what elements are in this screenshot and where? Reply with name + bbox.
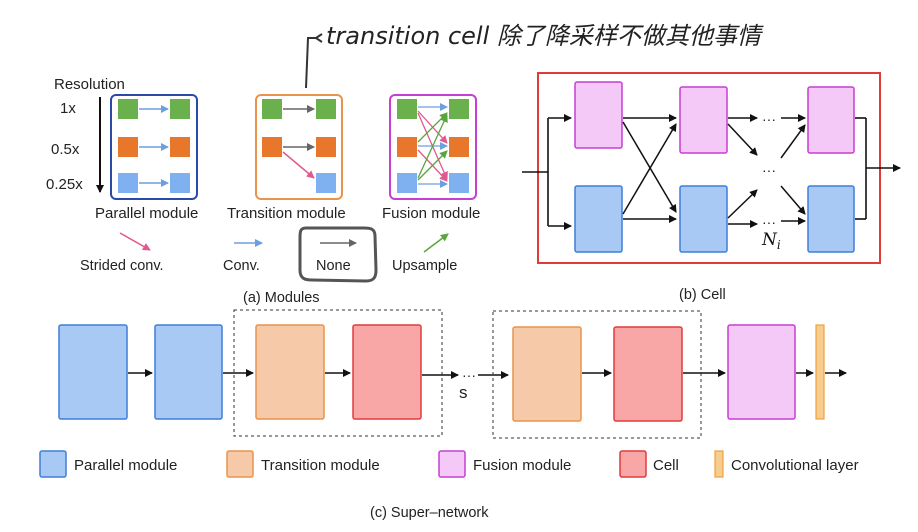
cell-fusion-block [807, 86, 855, 154]
orange-square [316, 137, 336, 157]
strided-conv-label: Strided conv. [80, 258, 164, 274]
blue-square [170, 173, 190, 193]
repeat-group-box [492, 310, 702, 439]
ni-label: Ni [761, 230, 781, 252]
legend-parallel-swatch [39, 450, 67, 478]
legend-conv-swatch [714, 450, 724, 478]
blue-square [397, 173, 417, 193]
supernet-conv-layer [815, 324, 825, 420]
supernet-fusion-block [727, 324, 796, 420]
none-highlight-circle [298, 226, 378, 283]
resolution-0-25x: 0.25x [46, 176, 83, 193]
supernet-cell-block [613, 326, 683, 422]
green-square [449, 99, 469, 119]
blue-square [316, 173, 336, 193]
orange-square [449, 137, 469, 157]
cell-parallel-block [807, 185, 855, 253]
upsample-label: Upsample [392, 258, 457, 274]
supernet-caption: (c) Super–network [370, 505, 489, 521]
cell-dots: ··· [762, 111, 776, 127]
green-square [170, 99, 190, 119]
green-square [262, 99, 282, 119]
modules-panel: Resolution 1x 0.5x 0.25x Parallel module [46, 76, 480, 306]
supernet-dots: ··· [462, 367, 476, 383]
parallel-module-label: Parallel module [95, 205, 198, 222]
supernet-parallel-block [154, 324, 223, 420]
resolution-label: Resolution [54, 76, 125, 93]
parallel-module [110, 94, 198, 200]
handwritten-annotation: transition cell 除了降采样不做其他事情 [305, 22, 764, 89]
cell-dots: ··· [762, 162, 776, 178]
legend-fusion-swatch [438, 450, 466, 478]
annotation-text: transition cell 除了降采样不做其他事情 [326, 22, 764, 50]
cell-fusion-block [574, 81, 623, 149]
supernet-cell-block [352, 324, 422, 420]
supernet-transition-block [255, 324, 325, 420]
fusion-module-label: Fusion module [382, 205, 480, 222]
orange-square [397, 137, 417, 157]
orange-square [170, 137, 190, 157]
blue-square [449, 173, 469, 193]
cell-caption: (b) Cell [679, 287, 726, 303]
cell-parallel-block [574, 185, 623, 253]
resolution-0-5x: 0.5x [51, 141, 80, 158]
legend-transition-swatch [226, 450, 254, 478]
modules-caption: (a) Modules [243, 290, 320, 306]
legend-parallel-label: Parallel module [74, 457, 177, 474]
fusion-module [389, 94, 477, 200]
arrow-legend: Strided conv. Conv. None Upsample [80, 226, 457, 283]
cell-parallel-block [679, 185, 728, 253]
repeat-group-box [233, 309, 443, 437]
transition-module [255, 94, 343, 200]
legend-cell-swatch [619, 450, 647, 478]
cell-fusion-block [679, 86, 728, 154]
legend-conv-label: Convolutional layer [731, 457, 859, 474]
transition-module-label: Transition module [227, 205, 346, 222]
cell-dots: ··· [762, 214, 776, 230]
legend-cell-label: Cell [653, 457, 679, 474]
conv-label: Conv. [223, 258, 260, 274]
legend-fusion-label: Fusion module [473, 457, 571, 474]
orange-square [118, 137, 138, 157]
s-label: s [459, 383, 468, 402]
supernet-transition-block [512, 326, 582, 422]
legend-transition-label: Transition module [261, 457, 380, 474]
blue-square [118, 173, 138, 193]
resolution-1x: 1x [60, 100, 76, 117]
orange-square [262, 137, 282, 157]
cell-panel: ··· ··· ··· Ni (b) Cell [522, 72, 901, 303]
bottom-legend: Parallel module Transition module Fusion… [39, 450, 859, 478]
green-square [316, 99, 336, 119]
none-label: None [316, 258, 351, 274]
green-square [118, 99, 138, 119]
supernet-parallel-block [58, 324, 128, 420]
supernet-panel: ··· s [58, 309, 847, 439]
green-square [397, 99, 417, 119]
